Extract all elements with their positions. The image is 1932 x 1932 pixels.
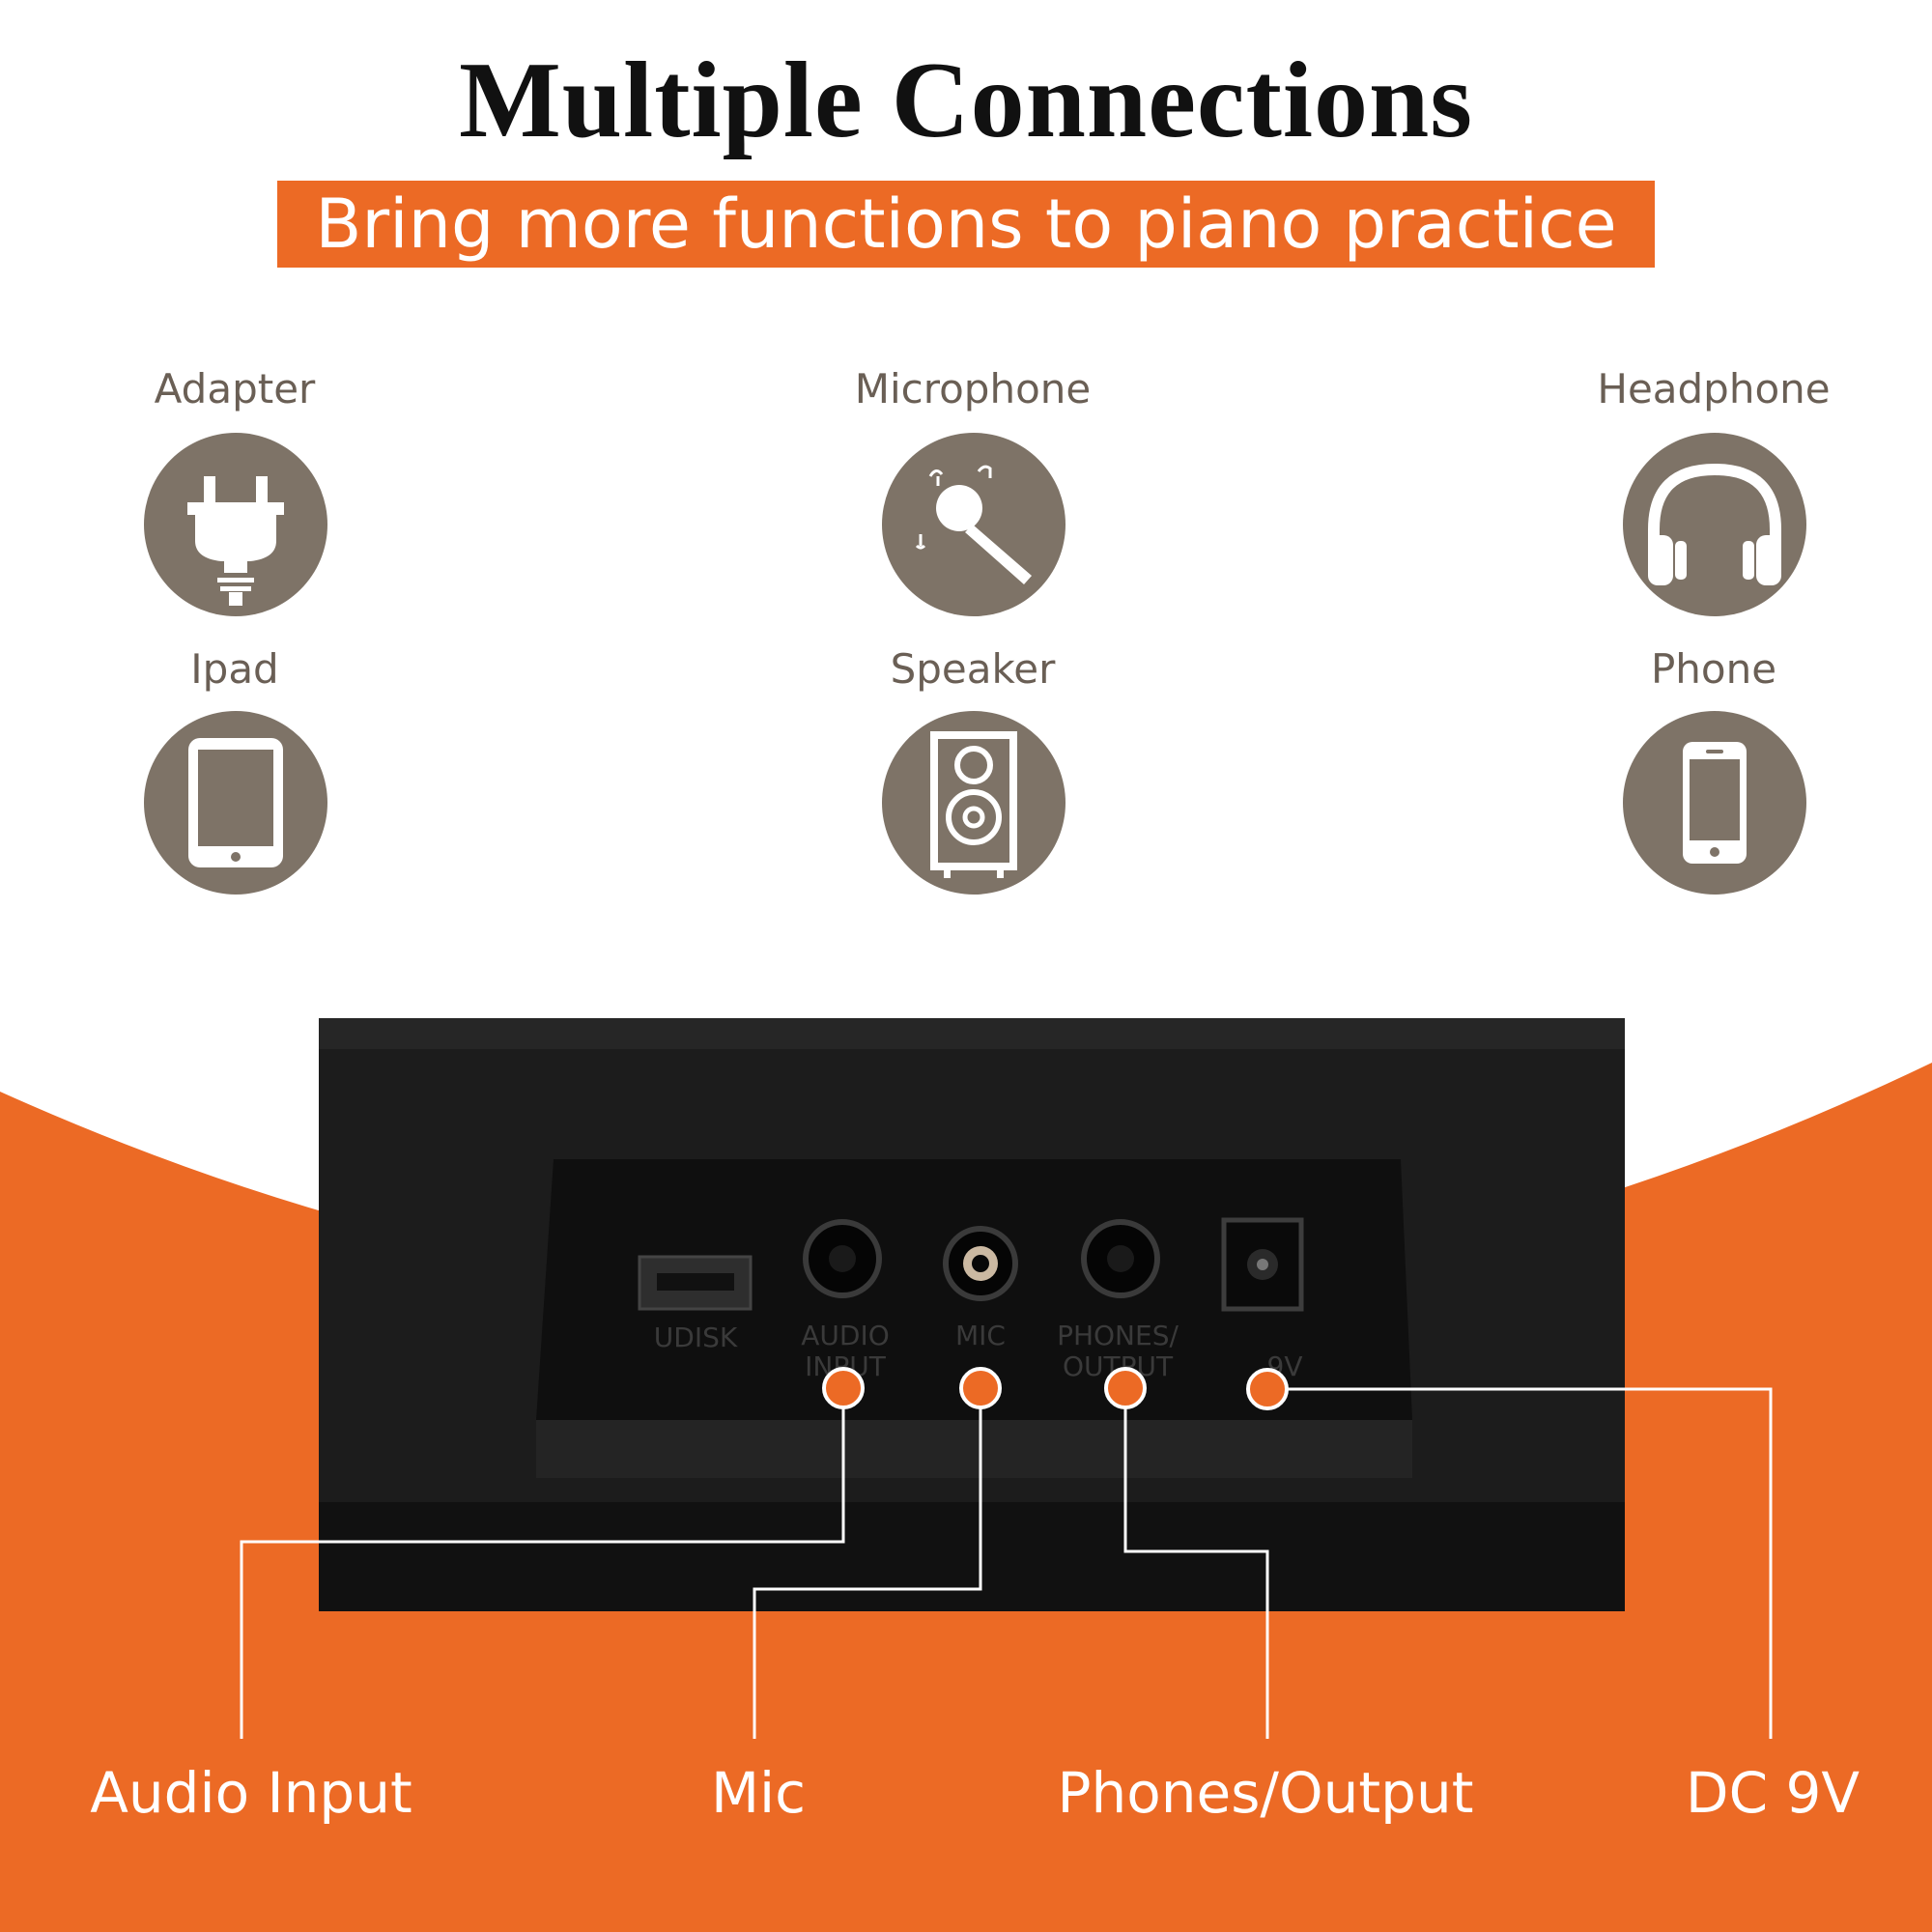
phones-output-printed-label: PHONES/ [1057,1320,1179,1351]
dc-9v-line [1267,1387,1773,1739]
udisk-printed-label: UDISK [654,1321,738,1353]
mic-marker [959,1367,1002,1409]
phones-output-line [1123,1388,1269,1739]
audio-input-marker [822,1367,865,1409]
microphone-label: Microphone [854,365,1092,412]
subtitle-banner [277,181,1655,268]
ipad-label: Ipad [190,645,279,693]
mic-printed-label: MIC [955,1320,1006,1351]
subtitle-text: Bring more functions to piano practice [315,185,1617,264]
microphone-icon [882,433,1065,616]
jack-panel-ledge [536,1420,1412,1478]
dc-9v-callout: DC 9V [1685,1760,1861,1826]
mic-callout: Mic [710,1760,807,1826]
phones-output-callout: Phones/Output [1057,1760,1474,1826]
ipad-icon [144,711,327,895]
keyboard-panel-top-edge [319,1018,1625,1049]
audio-input-printed-label: AUDIO [801,1320,890,1351]
headphone-icon [1623,433,1806,616]
phone-label: Phone [1650,645,1777,693]
speaker-label: Speaker [890,645,1056,693]
dc-9v-marker [1246,1368,1289,1410]
audio-input-line [240,1388,845,1739]
audio-input-callout: Audio Input [90,1760,412,1826]
phones-output-marker [1104,1367,1147,1409]
speaker-icon [882,711,1065,895]
page-title: Multiple Connections [459,41,1473,160]
panel-printing: UDISK AUDIO INPUT MIC PHONES/ OUTPUT 9V [654,1320,1303,1382]
adapter-label: Adapter [154,365,316,412]
adapter-icon [144,433,327,616]
callout-lines [240,1387,1773,1739]
headphone-label: Headphone [1597,365,1831,412]
mic-line [753,1388,982,1739]
port-markers [822,1367,1289,1410]
keyboard-panel-lower-band [319,1502,1625,1611]
phone-icon [1623,711,1806,895]
